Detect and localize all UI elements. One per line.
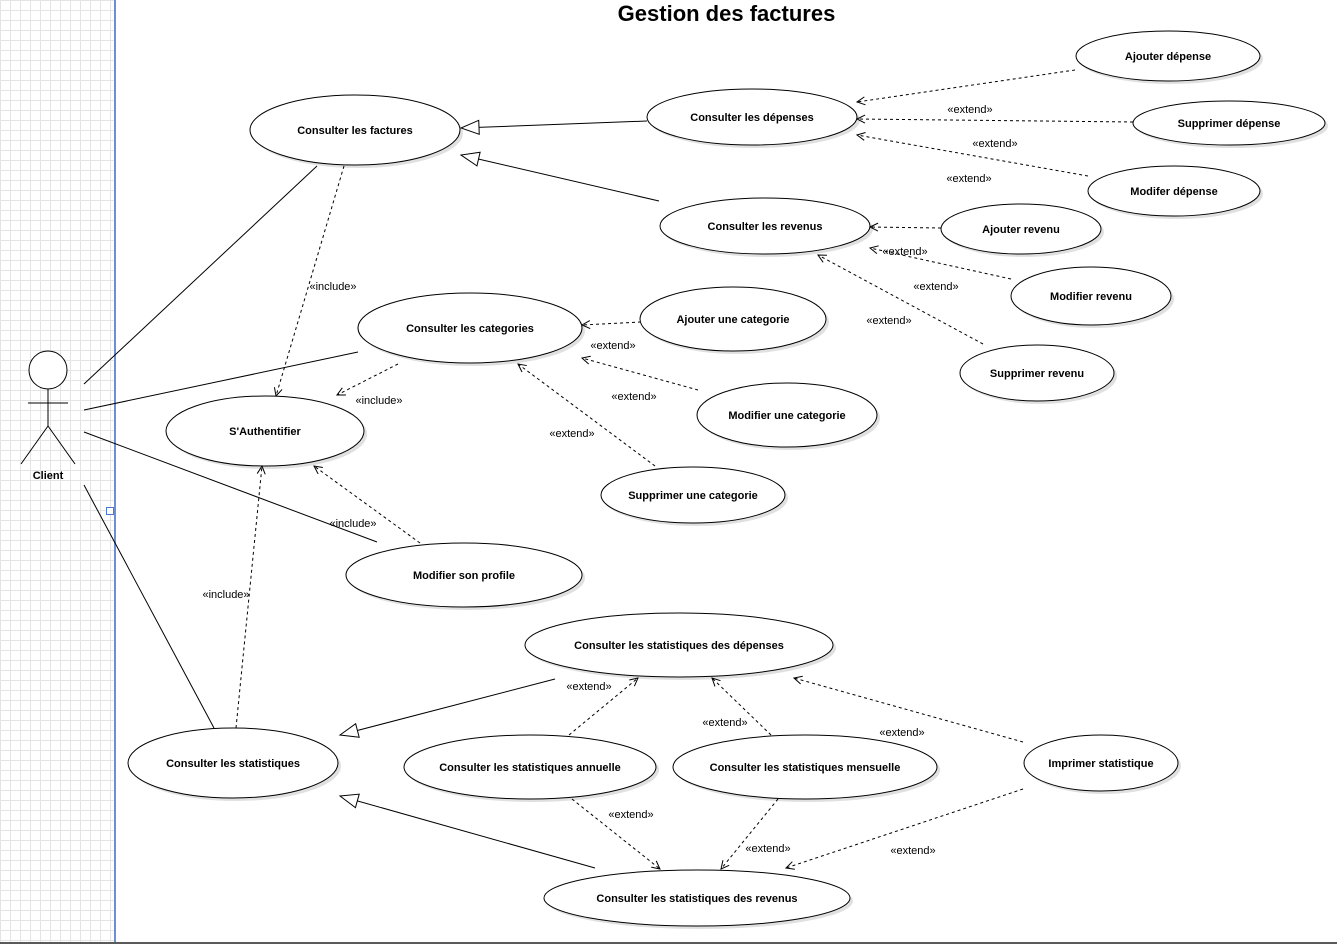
generalization-depenses-factures[interactable] xyxy=(461,121,648,128)
use-case-consulter-depenses[interactable]: Consulter les dépenses xyxy=(646,88,860,148)
stereotype-include: «include» xyxy=(309,281,356,293)
generalization-stats-depenses[interactable] xyxy=(340,678,556,735)
use-case-label: Supprimer une categorie xyxy=(628,490,758,502)
actor-right-leg xyxy=(47,425,76,465)
diagram-title: Gestion des factures xyxy=(617,1,836,26)
grid-canvas-strip xyxy=(0,0,115,943)
use-case-label: Consulter les categories xyxy=(406,323,534,335)
extend-supprimer-categorie[interactable] xyxy=(518,364,656,467)
generalization-stats-revenus[interactable] xyxy=(340,796,596,869)
stereotype-extend: «extend» xyxy=(608,809,653,821)
stereotype-extend: «extend» xyxy=(745,843,790,855)
stereotype-extend: «extend» xyxy=(590,340,635,352)
association-client-profile[interactable] xyxy=(83,431,378,543)
include-profile-authentifier[interactable] xyxy=(314,466,421,544)
extend-modifier-categorie[interactable] xyxy=(582,358,699,391)
stereotype-extend: «extend» xyxy=(946,173,991,185)
use-case-supprimer-revenu[interactable]: Supprimer revenu xyxy=(959,344,1117,404)
stereotype-extend: «extend» xyxy=(611,391,656,403)
use-case-consulter-categories[interactable]: Consulter les categories xyxy=(357,292,585,366)
actor-head xyxy=(28,350,68,390)
include-factures-authentifier[interactable] xyxy=(276,165,345,396)
use-case-stats-mensuelle[interactable]: Consulter les statistiques mensuelle xyxy=(672,734,940,802)
extend-imprimer-depenses[interactable] xyxy=(794,678,1024,743)
use-case-imprimer-statistique[interactable]: Imprimer statistique xyxy=(1023,734,1181,794)
use-case-label: Consulter les revenus xyxy=(708,221,823,233)
use-case-ajouter-categorie[interactable]: Ajouter une categorie xyxy=(639,286,829,354)
extend-supprimer-depense[interactable] xyxy=(857,119,1134,122)
include-statistiques-authentifier[interactable] xyxy=(235,466,262,729)
use-case-label: Consulter les factures xyxy=(297,125,413,137)
selection-handle[interactable] xyxy=(106,507,114,515)
use-case-label: Consulter les statistiques des revenus xyxy=(596,893,797,905)
stereotype-extend: «extend» xyxy=(549,428,594,440)
use-case-label: Consulter les dépenses xyxy=(690,112,814,124)
use-case-ajouter-revenu[interactable]: Ajouter revenu xyxy=(940,203,1104,257)
association-client-statistiques[interactable] xyxy=(83,484,215,729)
extend-ajouter-depense[interactable] xyxy=(857,69,1076,102)
canvas-page-border xyxy=(114,0,116,943)
stereotype-include: «include» xyxy=(329,518,376,530)
use-case-label: Consulter les statistiques mensuelle xyxy=(710,762,901,774)
use-case-label: Consulter les statistiques annuelle xyxy=(439,762,621,774)
include-categories-authentifier[interactable] xyxy=(337,363,399,395)
extend-mensuelle-depenses[interactable] xyxy=(712,678,772,736)
extend-ajouter-categorie[interactable] xyxy=(582,322,642,325)
use-case-label: Modifier une categorie xyxy=(728,410,845,422)
extend-ajouter-revenu[interactable] xyxy=(870,227,942,228)
stereotype-extend: «extend» xyxy=(702,717,747,729)
stereotype-extend: «extend» xyxy=(882,246,927,258)
stereotype-extend: «extend» xyxy=(913,281,958,293)
association-client-categories[interactable] xyxy=(83,351,359,411)
use-case-label: Supprimer revenu xyxy=(990,368,1084,380)
use-case-label: Ajouter revenu xyxy=(982,224,1060,236)
extend-annuelle-depenses[interactable] xyxy=(568,678,638,736)
use-case-modifier-revenu[interactable]: Modifier revenu xyxy=(1010,266,1174,328)
stereotype-extend: «extend» xyxy=(972,138,1017,150)
canvas-bottom-border xyxy=(0,942,1337,944)
generalization-revenus-factures[interactable] xyxy=(461,155,660,202)
extend-modifier-revenu[interactable] xyxy=(870,248,1012,280)
use-case-modifier-categorie[interactable]: Modifier une categorie xyxy=(696,382,880,450)
extend-mensuelle-revenus[interactable] xyxy=(721,798,779,869)
use-case-label: Ajouter dépense xyxy=(1125,51,1211,63)
actor-left-leg xyxy=(20,425,49,465)
use-case-label: Modifier son profile xyxy=(413,570,515,582)
use-case-supprimer-depense[interactable]: Supprimer dépense xyxy=(1132,100,1328,148)
use-case-modifier-depense[interactable]: Modifer dépense xyxy=(1087,165,1263,219)
stereotype-extend: «extend» xyxy=(566,681,611,693)
extend-supprimer-revenu[interactable] xyxy=(818,255,984,345)
stereotype-extend: «extend» xyxy=(890,845,935,857)
stereotype-include: «include» xyxy=(202,589,249,601)
use-case-label: Modifer dépense xyxy=(1130,186,1217,198)
use-case-label: Supprimer dépense xyxy=(1178,118,1281,130)
use-case-consulter-factures[interactable]: Consulter les factures xyxy=(249,94,463,168)
use-case-label: Consulter les statistiques xyxy=(166,758,300,770)
stereotype-include: «include» xyxy=(355,395,402,407)
stereotype-extend: «extend» xyxy=(866,315,911,327)
actor-label: Client xyxy=(33,470,64,482)
use-case-supprimer-categorie[interactable]: Supprimer une categorie xyxy=(600,466,788,526)
actor-client[interactable]: Client xyxy=(20,350,76,482)
use-case-authentifier[interactable]: S'Authentifier xyxy=(165,395,367,469)
stereotype-extend: «extend» xyxy=(947,104,992,116)
association-client-factures[interactable] xyxy=(83,165,318,385)
use-case-label: S'Authentifier xyxy=(229,426,301,438)
use-case-modifier-profile[interactable]: Modifier son profile xyxy=(345,542,585,610)
use-case-stats-annuelle[interactable]: Consulter les statistiques annuelle xyxy=(403,734,659,802)
use-case-ajouter-depense[interactable]: Ajouter dépense xyxy=(1075,30,1263,84)
use-case-label: Consulter les statistiques des dépenses xyxy=(574,640,784,652)
use-case-label: Ajouter une categorie xyxy=(676,314,789,326)
extend-annuelle-revenus[interactable] xyxy=(571,798,660,869)
use-case-stats-depenses[interactable]: Consulter les statistiques des dépenses xyxy=(524,612,836,680)
use-case-stats-revenus[interactable]: Consulter les statistiques des revenus xyxy=(543,869,853,929)
use-case-consulter-statistiques[interactable]: Consulter les statistiques xyxy=(127,727,341,801)
stereotype-extend: «extend» xyxy=(879,727,924,739)
use-case-label: Imprimer statistique xyxy=(1048,758,1153,770)
use-case-consulter-revenus[interactable]: Consulter les revenus xyxy=(659,197,873,257)
use-case-label: Modifier revenu xyxy=(1050,291,1132,303)
